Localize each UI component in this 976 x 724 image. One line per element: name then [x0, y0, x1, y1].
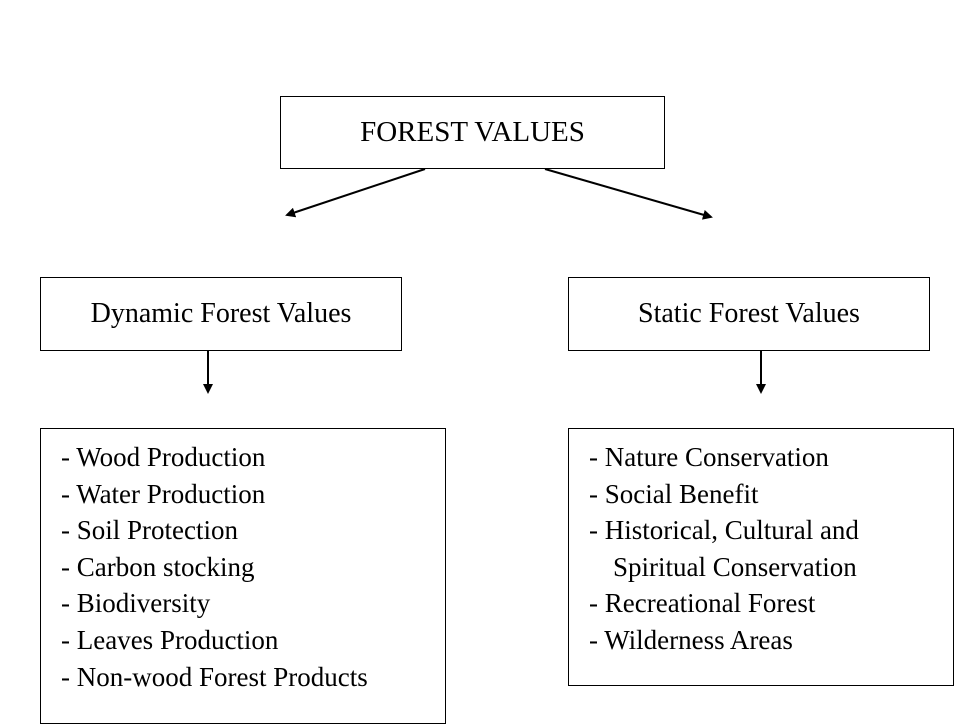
forest-values-title: FOREST VALUES: [360, 116, 585, 148]
dynamic-values-list: - Wood Production - Water Production - S…: [41, 429, 445, 695]
list-item: - Social Benefit: [589, 478, 759, 509]
static-forest-values-title: Static Forest Values: [638, 298, 860, 329]
list-item: - Carbon stocking: [61, 551, 255, 582]
list-item: - Nature Conservation: [589, 442, 829, 472]
list-item: - Water Production: [61, 478, 266, 509]
dynamic-forest-values-box: Dynamic Forest Values: [40, 277, 402, 351]
dynamic-forest-values-title: Dynamic Forest Values: [90, 298, 352, 329]
static-forest-values-box: Static Forest Values: [568, 277, 930, 351]
list-item: - Biodiversity: [61, 588, 211, 619]
forest-values-box: FOREST VALUES: [280, 96, 665, 169]
list-item: - Soil Protection: [61, 515, 238, 546]
list-item: - Wood Production: [61, 442, 266, 472]
list-item: - Leaves Production: [61, 624, 279, 655]
list-item: - Wilderness Areas: [589, 624, 793, 655]
static-values-list-box: - Nature Conservation - Social Benefit -…: [568, 428, 954, 686]
static-values-list: - Nature Conservation - Social Benefit -…: [569, 429, 953, 659]
arrow-root-to-static: [544, 168, 713, 220]
list-item-continuation: Spiritual Conservation: [613, 551, 857, 582]
list-item: - Recreational Forest: [589, 588, 816, 619]
list-item: - Historical, Cultural and: [589, 515, 859, 546]
dynamic-values-list-box: - Wood Production - Water Production - S…: [40, 428, 446, 724]
list-item: - Non-wood Forest Products: [61, 661, 368, 692]
arrow-root-to-dynamic: [285, 168, 426, 218]
